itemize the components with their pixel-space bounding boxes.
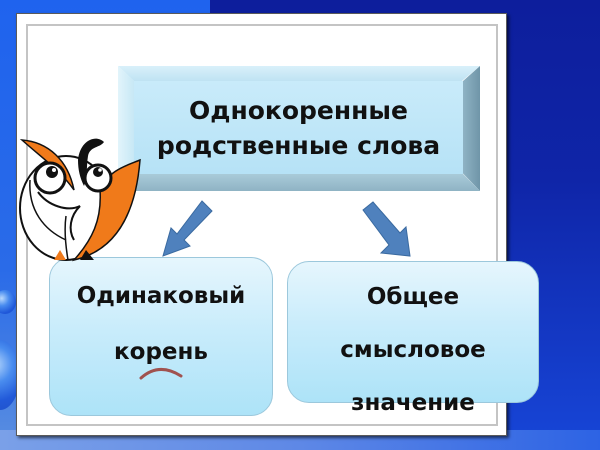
common-meaning-line-3: значение bbox=[351, 390, 475, 416]
common-meaning-box: Общее смысловое значение bbox=[287, 261, 539, 416]
bevel-top bbox=[118, 66, 480, 81]
arrow-down-left-icon bbox=[162, 200, 213, 257]
owl-icon bbox=[19, 138, 141, 262]
bevel-left bbox=[118, 66, 134, 191]
root-arc-icon bbox=[139, 368, 183, 380]
bubble-decoration bbox=[0, 340, 20, 410]
same-root-box: Одинаковый корень bbox=[49, 257, 273, 416]
title-face: Однокоренные родственные слова bbox=[134, 81, 463, 174]
title-line-1: Однокоренные bbox=[189, 95, 408, 125]
arrow-down-right-icon bbox=[362, 201, 411, 257]
title-line-2: родственные слова bbox=[156, 130, 441, 160]
bevel-bottom bbox=[118, 174, 480, 191]
bubble-decoration bbox=[0, 290, 16, 314]
same-root-line-1: Одинаковый bbox=[76, 283, 246, 309]
common-meaning-line-2: смысловое bbox=[340, 337, 486, 363]
common-meaning-line-1: Общее bbox=[366, 284, 460, 310]
bevel-right bbox=[463, 66, 480, 191]
title-bevel-box: Однокоренные родственные слова bbox=[118, 66, 480, 191]
same-root-line-2: корень bbox=[114, 339, 208, 365]
